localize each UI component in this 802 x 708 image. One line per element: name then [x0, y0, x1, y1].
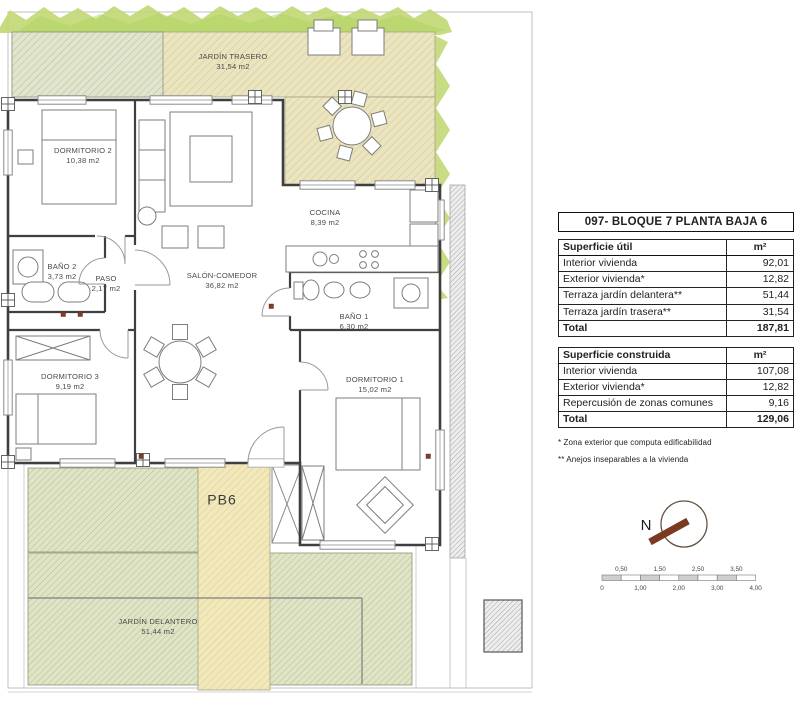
row-value-cell: 92,01	[726, 255, 794, 273]
row-label-cell: Terraza jardín delantera**	[558, 287, 727, 305]
header-unit-cell: m²	[726, 238, 794, 257]
scale-tick-label: 3,00	[711, 585, 724, 592]
total-value-cell: 187,81	[726, 319, 794, 337]
row-label-cell: Exterior vivienda*	[558, 271, 727, 289]
header-unit-cell: m²	[726, 346, 794, 364]
table-row: Repercusión de zonas comunes 9,16	[558, 395, 794, 413]
row-value-cell: 107,08	[726, 362, 794, 381]
furniture	[12, 109, 439, 541]
room-label-dormitorio1: DORMITORIO 1 15,02 m2	[346, 374, 404, 394]
table-row: Exterior vivienda* 12,82	[558, 378, 794, 397]
room-label-paso: PASO 2,17 m2	[91, 273, 121, 293]
row-label-cell: Terraza jardín trasera**	[558, 303, 727, 321]
scale-tick-label: 1,50	[653, 566, 666, 573]
pillar-markers	[1, 90, 439, 551]
fixture-markers	[60, 303, 431, 459]
scale-tick-label: 3,50	[730, 566, 743, 573]
row-value-cell: 12,82	[726, 271, 794, 289]
footnote: * Zona exterior que computa edificabilid…	[558, 438, 712, 448]
scale-tick-label: 2,00	[673, 585, 686, 592]
room-label-bano1: BAÑO 1 6,30 m2	[339, 311, 369, 331]
info-panel: 097- BLOQUE 7 PLANTA BAJA 6 Superficie ú…	[558, 212, 794, 464]
room-label-salon: SALÓN-COMEDOR 36,82 m2	[186, 270, 258, 290]
table-row: Terraza jardín delantera** 51,44	[558, 287, 794, 305]
sun-lounger-icon	[307, 19, 385, 56]
table-total-row: Total 187,81	[558, 319, 794, 337]
north-label: N	[641, 517, 652, 534]
row-label-cell: Interior vivienda	[558, 362, 727, 381]
total-label-cell: Total	[558, 411, 727, 429]
scale-bar: 0,50 1,50 2,50 3,50 0 1,00 2,00 3,00 4,0…	[600, 566, 762, 592]
room-label-bano2: BAÑO 2 3,73 m2	[47, 261, 77, 281]
door-swings	[78, 235, 329, 464]
room-label-cocina: COCINA 8,39 m2	[309, 207, 341, 227]
table-header-row: Superficie útil m²	[558, 238, 794, 257]
row-label-cell: Interior vivienda	[558, 255, 727, 273]
row-value-cell: 51,44	[726, 287, 794, 305]
table-row: Exterior vivienda* 12,82	[558, 271, 794, 289]
table-row: Terraza jardín trasera** 31,54	[558, 303, 794, 321]
scale-tick-label: 0,50	[615, 566, 628, 573]
garden-table-icon	[316, 90, 388, 162]
superficie-construida-table: Superficie construida m² Interior vivien…	[558, 346, 794, 429]
scale-tick-label: 1,00	[634, 585, 647, 592]
row-value-cell: 9,16	[726, 395, 794, 413]
row-value-cell: 31,54	[726, 303, 794, 321]
apartment-walls	[3, 95, 445, 550]
row-label-cell: Repercusión de zonas comunes	[558, 395, 727, 413]
table-row: Interior vivienda 92,01	[558, 255, 794, 273]
stairs-icon	[271, 464, 303, 544]
total-label-cell: Total	[558, 319, 727, 337]
row-label-cell: Exterior vivienda*	[558, 378, 727, 397]
room-label-jardin-delantero: JARDÍN DELANTERO 51,44 m2	[118, 616, 198, 636]
table-header-row: Superficie construida m²	[558, 346, 794, 364]
row-value-cell: 12,82	[726, 378, 794, 397]
front-garden	[23, 462, 417, 691]
scale-tick-label: 4,00	[749, 585, 762, 592]
scale-tick-label: 0	[600, 585, 604, 592]
north-compass-icon: N	[641, 500, 708, 548]
footnote: ** Anejos inseparables a la vivienda	[558, 455, 689, 465]
room-label-dormitorio2: DORMITORIO 2 10,38 m2	[54, 145, 112, 165]
header-label-cell: Superficie útil	[558, 238, 727, 257]
room-label-jardin-trasero: JARDÍN TRASERO 31,54 m2	[198, 51, 268, 71]
table-row: Interior vivienda 107,08	[558, 362, 794, 381]
scale-tick-label: 2,50	[692, 566, 705, 573]
party-wall	[449, 184, 523, 688]
back-garden	[11, 19, 436, 186]
header-label-cell: Superficie construida	[558, 346, 727, 364]
plan-title: 097- BLOQUE 7 PLANTA BAJA 6	[558, 212, 794, 232]
table-total-row: Total 129,06	[558, 411, 794, 429]
total-value-cell: 129,06	[726, 411, 794, 429]
room-label-pb6: PB6	[207, 491, 237, 508]
superficie-util-table: Superficie útil m² Interior vivienda 92,…	[558, 238, 794, 337]
room-label-dormitorio3: DORMITORIO 3 9,19 m2	[41, 371, 99, 391]
